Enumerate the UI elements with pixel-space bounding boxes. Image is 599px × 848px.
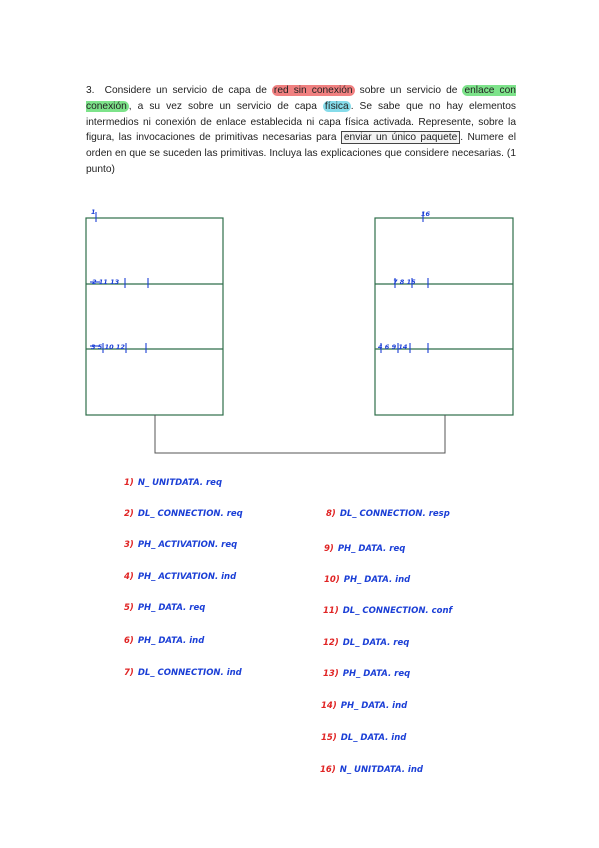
primitive-item: 12)DL_ DATA. req xyxy=(323,638,410,648)
primitive-item: 6)PH_ DATA. ind xyxy=(124,636,205,646)
question-part-5: . Numere el orden en que se suceden las … xyxy=(86,132,516,175)
question-text: 3. Considere un servicio de capa de red … xyxy=(86,83,516,178)
right-mark-link: 7 8 15 xyxy=(393,278,416,286)
left-mark-physical: 3 5 10 12 xyxy=(91,343,125,351)
primitive-item: 10)PH_ DATA. ind xyxy=(324,575,411,585)
highlight-red-sin-conexion: red sin conexión xyxy=(271,85,355,96)
question-part-1: Considere un servicio de capa de xyxy=(104,85,267,96)
primitive-item: 15)DL_ DATA. ind xyxy=(321,733,407,743)
primitive-item: 11)DL_ CONNECTION. conf xyxy=(323,606,453,616)
right-stack-box xyxy=(374,217,514,416)
primitive-item: 2)DL_ CONNECTION. req xyxy=(124,509,243,519)
question-part-4: . Se sabe que no hay elementos intermedi… xyxy=(86,100,516,144)
left-mark-network: 1 xyxy=(91,208,96,216)
primitive-item: 1)N_ UNITDATA. req xyxy=(124,478,223,488)
primitive-item: 4)PH_ ACTIVATION. ind xyxy=(124,572,237,582)
question-part-3: , a su vez sobre un servicio de capa xyxy=(128,100,317,112)
primitive-item: 16)N_ UNITDATA. ind xyxy=(320,765,423,775)
physical-link-line xyxy=(154,415,446,454)
primitive-item: 7)DL_ CONNECTION. ind xyxy=(124,668,242,678)
question-number: 3. xyxy=(86,85,95,96)
right-mark-network: 16 xyxy=(421,210,431,218)
right-arrows xyxy=(380,212,429,353)
primitive-item: 9)PH_ DATA. req xyxy=(324,544,406,554)
primitive-item: 8)DL_ CONNECTION. resp xyxy=(326,509,450,519)
primitive-item: 3)PH_ ACTIVATION. req xyxy=(124,540,238,550)
left-arrows xyxy=(90,212,149,353)
right-mark-physical: 4 6 9 14 xyxy=(378,343,408,351)
boxed-enviar-paquete: enviar un único paquete xyxy=(340,131,461,145)
primitive-item: 13)PH_ DATA. req xyxy=(323,669,411,679)
primitive-item: 5)PH_ DATA. req xyxy=(124,603,206,613)
highlight-fisica: física xyxy=(322,100,351,112)
left-stack-box xyxy=(85,217,224,416)
primitive-item: 14)PH_ DATA. ind xyxy=(321,701,408,711)
left-mark-link: 2 11 13 xyxy=(92,278,120,286)
question-part-2: sobre un servicio de xyxy=(359,85,458,96)
